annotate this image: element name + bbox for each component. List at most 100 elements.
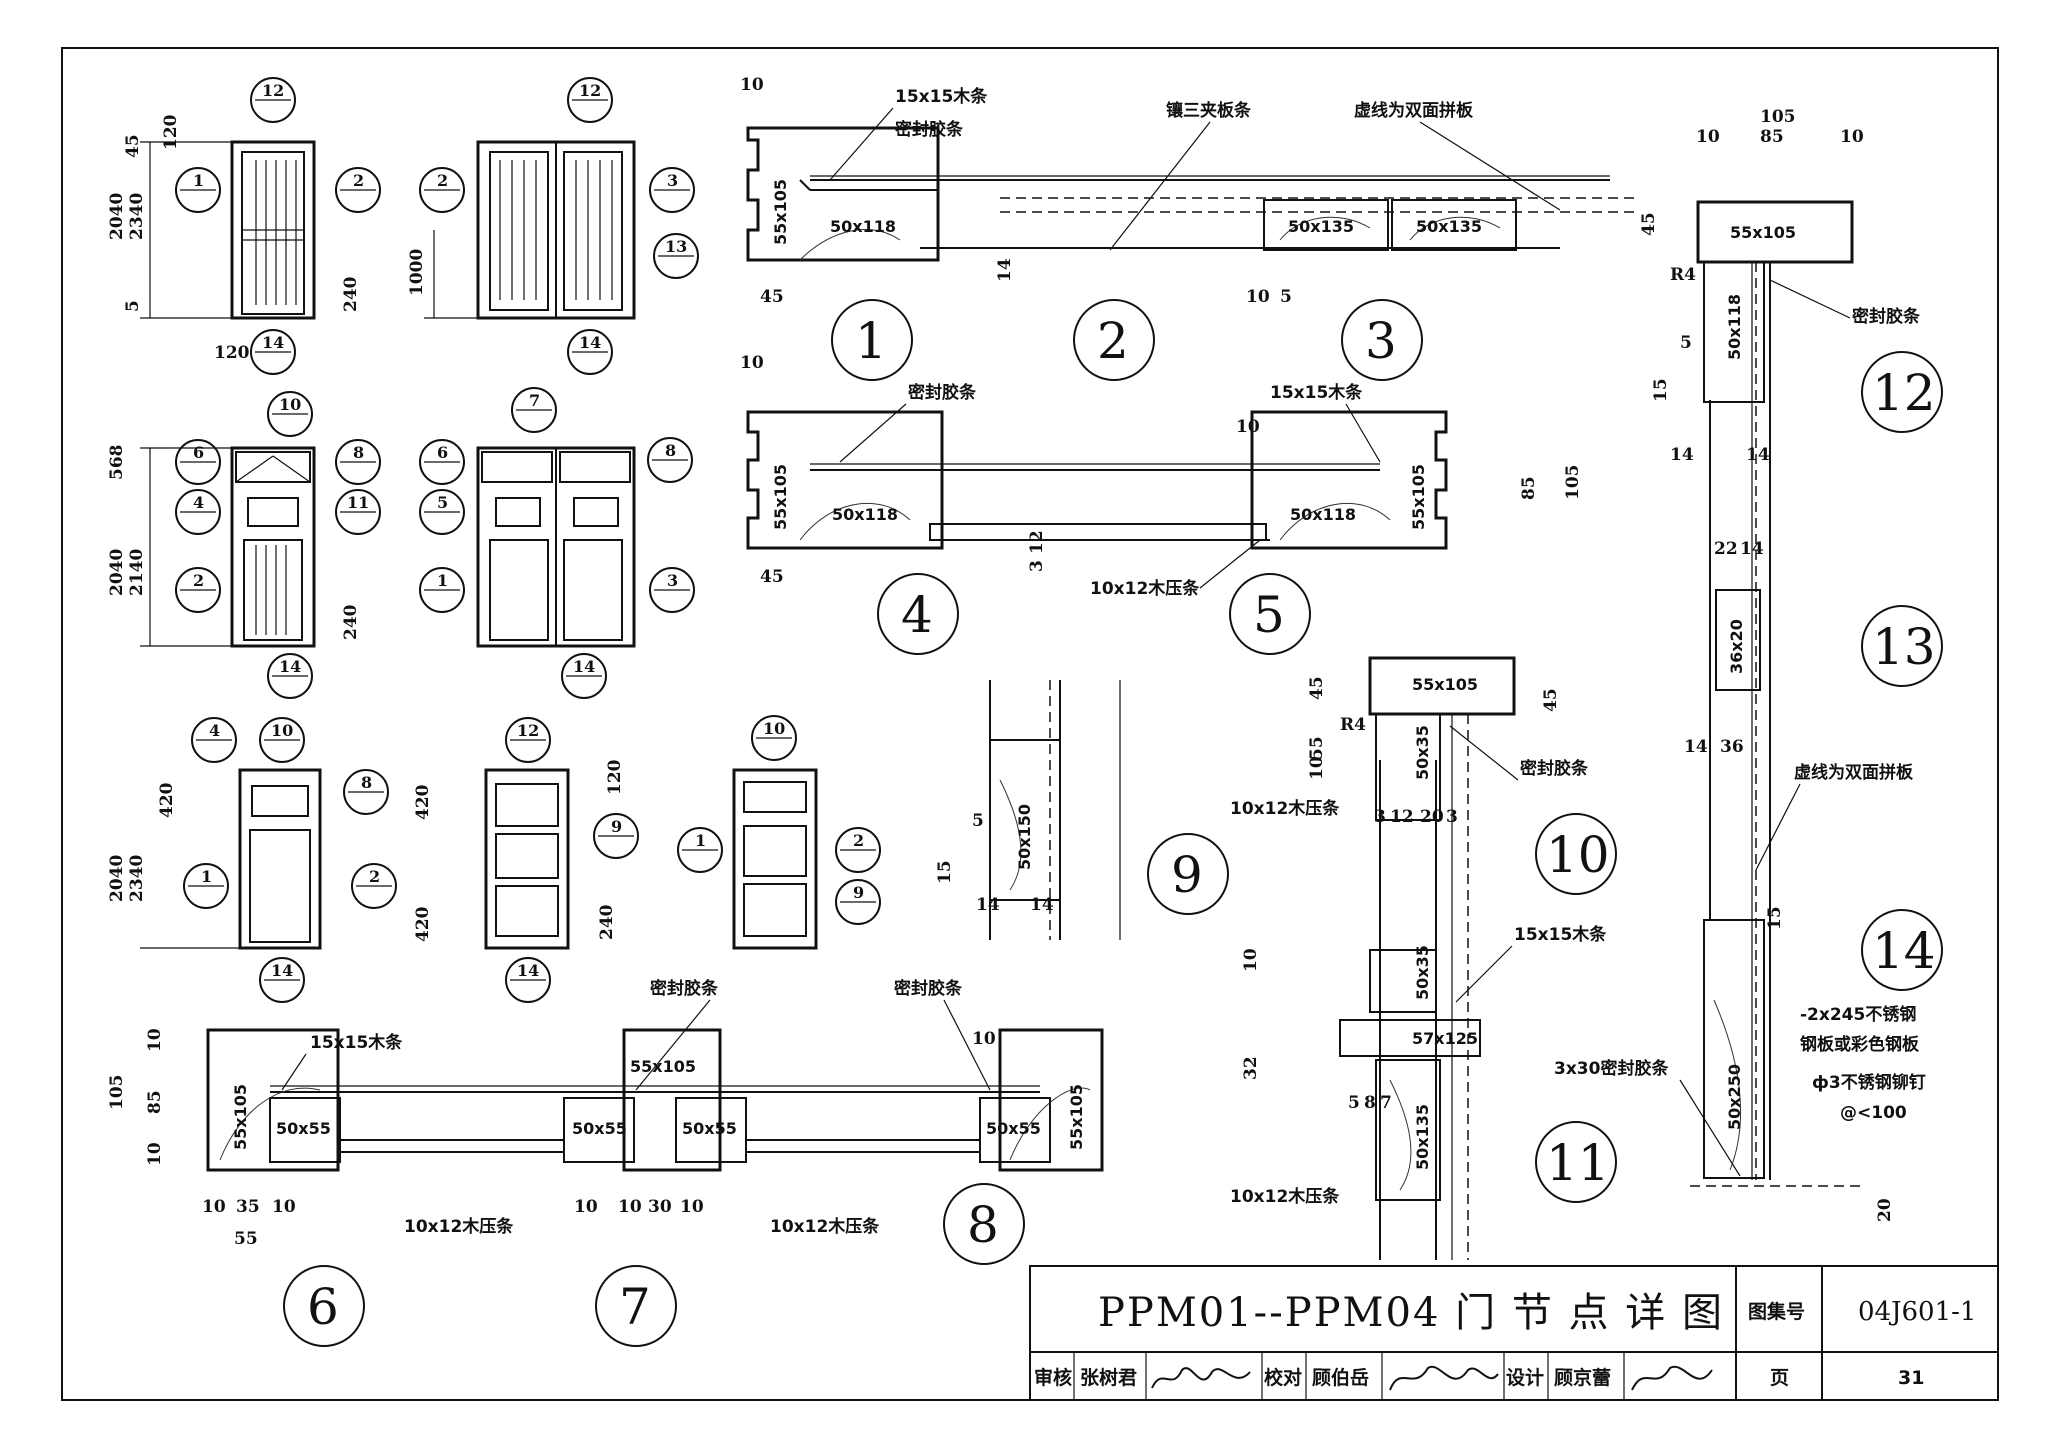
elevation-callouts: 12 1 2 14 12 2 3 13 14 10 6 8 4 11 2 14 … [175, 77, 881, 1003]
dim-2040-c: 2040 [107, 855, 127, 902]
section-label-3: 3 [1341, 299, 1423, 381]
svg-text:14: 14 [262, 333, 284, 352]
dim-120: 120 [161, 114, 181, 150]
dim-85-s6: 85 [145, 1090, 165, 1114]
note-steel-plate-2: 钢板或彩色钢板 [1800, 1034, 1920, 1055]
dim-5-s3: 5 [1280, 287, 1292, 307]
dim-2340-c: 2340 [127, 855, 147, 902]
svg-text:1: 1 [437, 571, 448, 590]
svg-text:8: 8 [353, 443, 364, 462]
svg-text:5: 5 [437, 493, 448, 512]
dim-2340: 2340 [127, 193, 147, 240]
svg-text:1: 1 [193, 171, 204, 190]
dim-420-b: 420 [413, 784, 433, 820]
atlas-label: 图集号 [1748, 1300, 1805, 1323]
designer-name: 顾京蕾 [1554, 1366, 1611, 1389]
member-50x118-s4: 50x118 [832, 505, 898, 524]
sections-12-13-14-detail: 55x105 50x118 36x20 50x250 105 10 85 10 … [1554, 107, 1943, 1222]
svg-text:8: 8 [967, 1196, 999, 1254]
svg-text:7: 7 [619, 1278, 651, 1336]
member-50x35-s10: 50x35 [1413, 725, 1432, 780]
design-label: 设计 [1506, 1367, 1544, 1389]
dim-14-s13b: 14 [1684, 737, 1708, 757]
member-50x150-s9: 50x150 [1015, 804, 1034, 870]
member-50x118-s12: 50x118 [1725, 294, 1744, 360]
member-50x135-s11: 50x135 [1413, 1104, 1432, 1170]
note-seal-s8: 密封胶条 [894, 978, 963, 999]
section-label-8: 8 [943, 1183, 1025, 1265]
callout-14-c: 14 [267, 653, 313, 699]
dim-12-s4: 12 [1027, 530, 1047, 554]
dim-3-s10a: 3 [1374, 807, 1386, 827]
dim-5-s12: 5 [1680, 333, 1692, 353]
dim-568: 568 [107, 445, 127, 481]
note-seal-3x30: 3x30密封胶条 [1554, 1058, 1669, 1079]
member-55x105-s12: 55x105 [1730, 223, 1796, 242]
member-55x105-s4: 55x105 [771, 464, 790, 530]
dim-5-s11: 5 [1348, 1093, 1360, 1113]
note-seal-s7: 密封胶条 [650, 978, 719, 999]
callout-2-a: 2 [335, 167, 381, 213]
callout-9-g: 9 [835, 879, 881, 925]
dim-14-s1: 14 [995, 258, 1015, 282]
svg-text:12: 12 [1872, 364, 1936, 422]
dim-85-s5: 85 [1519, 476, 1539, 500]
note-press-strip-s5: 10x12木压条 [1090, 578, 1200, 599]
callout-2-e: 2 [351, 863, 397, 909]
dim-55-s10: 55 [1307, 736, 1327, 760]
callout-3-d: 3 [649, 567, 695, 613]
svg-text:1: 1 [695, 831, 706, 850]
svg-text:14: 14 [271, 961, 293, 980]
svg-text:12: 12 [262, 81, 284, 100]
dim-240: 240 [341, 276, 361, 312]
callout-6-c: 6 [175, 439, 221, 485]
note-wood-15x15-s1: 15x15木条 [895, 86, 988, 107]
dim-1000: 1000 [407, 249, 427, 296]
dim-45-s4: 45 [760, 567, 784, 587]
section-label-13: 13 [1861, 605, 1943, 687]
sheet-border [61, 47, 1999, 1401]
svg-text:2: 2 [1097, 312, 1129, 370]
dim-105-s6: 105 [107, 1075, 127, 1111]
svg-text:8: 8 [361, 773, 372, 792]
note-wood-15x15-s6: 15x15木条 [310, 1032, 403, 1053]
callout-10-g: 10 [751, 715, 797, 761]
dim-45-s10a: 45 [1307, 676, 1327, 700]
dim-2040-b: 2040 [107, 549, 127, 596]
member-50x118-s5: 50x118 [1290, 505, 1356, 524]
dim-12-s10: 12 [1390, 807, 1414, 827]
checker-name: 顾伯岳 [1312, 1366, 1369, 1389]
svg-text:10: 10 [279, 395, 301, 414]
dim-5: 5 [123, 300, 143, 312]
section-label-5: 5 [1229, 573, 1311, 655]
callout-9-f: 9 [593, 813, 639, 859]
dim-14-s9b: 14 [1030, 895, 1054, 915]
svg-text:9: 9 [853, 883, 864, 902]
svg-text:2: 2 [353, 171, 364, 190]
door-elevation-ppm03: 568 2140 2040 [107, 445, 316, 648]
dim-10-s3: 10 [1246, 287, 1270, 307]
section-label-1: 1 [831, 299, 913, 381]
dim-10-s7c: 10 [680, 1197, 704, 1217]
dim-2140: 2140 [127, 549, 147, 596]
member-50x55-s7b: 50x55 [682, 1119, 737, 1138]
dim-10-s12a: 10 [1696, 127, 1720, 147]
dim-2040: 2040 [107, 193, 127, 240]
dim-8-s11: 8 [1364, 1093, 1376, 1113]
callout-10-c: 10 [267, 391, 313, 437]
title-block: PPM01--PPM04 门 节 点 详 图 图集号 04J601-1 页 31… [1029, 1265, 1999, 1401]
check-label: 校对 [1264, 1366, 1302, 1389]
dim-105-s12: 105 [1760, 107, 1796, 127]
note-dashed-panel-s3: 虚线为双面拼板 [1354, 100, 1474, 121]
svg-text:9: 9 [611, 817, 622, 836]
page-label: 页 [1770, 1367, 1789, 1389]
svg-text:9: 9 [1171, 846, 1203, 904]
callout-1-d: 1 [419, 567, 465, 613]
callout-1-e: 1 [183, 863, 229, 909]
callout-12-a: 12 [250, 77, 296, 123]
atlas-code: 04J601-1 [1858, 1297, 1976, 1327]
member-36x20-s13: 36x20 [1727, 619, 1746, 674]
member-55x105-s10: 55x105 [1412, 675, 1478, 694]
dim-15-s9: 15 [935, 860, 955, 884]
